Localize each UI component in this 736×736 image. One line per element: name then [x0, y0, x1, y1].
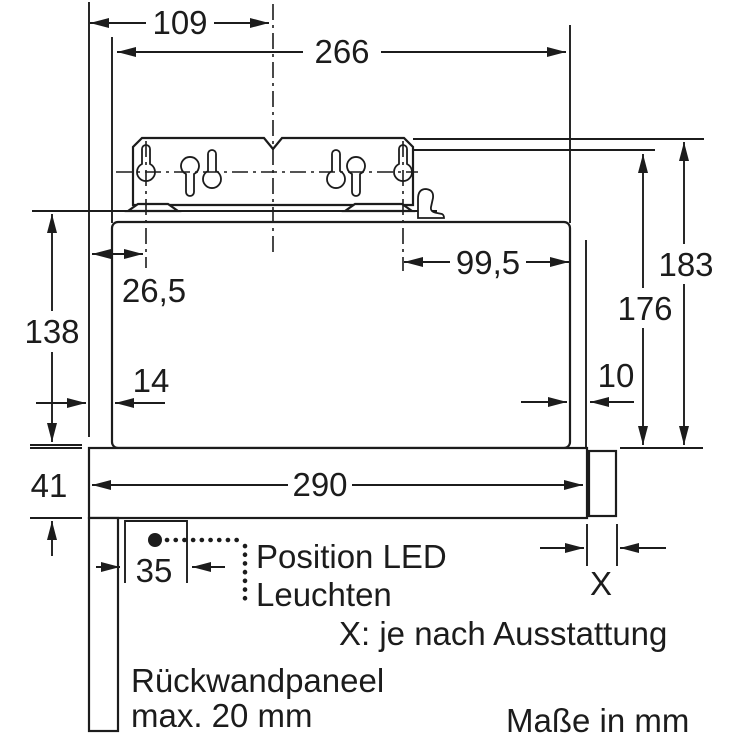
led-leader-dots: [164, 537, 248, 606]
extension-lines: [30, 2, 704, 583]
keyhole-slot-inner-left-b-icon: [202, 149, 222, 189]
back-panel-note-line2: max. 20 mm: [131, 697, 313, 734]
back-wall-panel: [87, 516, 120, 733]
dimension-x: X: [540, 543, 666, 602]
dim-183-label: 183: [658, 246, 713, 283]
back-panel-note-line1: Rückwandpaneel: [131, 662, 384, 699]
dimension-183: 183: [658, 142, 714, 445]
dim-35-label: 35: [136, 552, 173, 589]
led-dot-icon: [148, 533, 162, 547]
dim-266-label: 266: [314, 33, 369, 70]
bracket-clip: [417, 188, 445, 219]
led-position-marker: [148, 533, 248, 606]
dimension-35: 35: [96, 552, 225, 589]
dimension-176: 176: [617, 154, 673, 445]
dim-109-label: 109: [152, 4, 207, 41]
dimension-290: 290: [92, 466, 583, 503]
keyhole-slot-inner-left-a-icon: [180, 156, 200, 197]
x-explanation-note: X: je nach Ausstattung: [339, 615, 667, 652]
dimension-99-5: 99,5: [404, 244, 569, 281]
wall-mounting-bracket: [124, 136, 445, 219]
pullout-visor: [87, 446, 589, 520]
dim-26-5-label: 26,5: [122, 272, 186, 309]
centerlines: [116, 4, 418, 271]
dim-138-label: 138: [24, 313, 79, 350]
dimension-109: 109: [90, 4, 269, 41]
dim-x-label: X: [590, 565, 612, 602]
dim-99-5-label: 99,5: [456, 244, 520, 281]
dim-41-label: 41: [31, 467, 68, 504]
dim-176-label: 176: [617, 290, 672, 327]
keyhole-slot-inner-right-a-icon: [326, 149, 346, 189]
visor-handle: [587, 449, 618, 518]
keyhole-slot-inner-right-b-icon: [346, 156, 366, 197]
dimension-26-5: 26,5: [92, 249, 186, 309]
bracket-foot-right: [341, 202, 416, 213]
dimension-41: 41: [31, 467, 68, 556]
units-note: Maße in mm: [506, 702, 689, 736]
bracket-foot-left: [124, 202, 182, 213]
dimension-138: 138: [24, 214, 80, 442]
annotations: Position LED Leuchten X: je nach Ausstat…: [131, 538, 689, 736]
led-note-line2: Leuchten: [256, 576, 392, 613]
dimension-10: 10: [521, 357, 635, 407]
dim-10-label: 10: [598, 357, 635, 394]
dim-290-label: 290: [292, 466, 347, 503]
dim-14-label: 14: [133, 362, 170, 399]
led-note-line1: Position LED: [256, 538, 447, 575]
dimension-266: 266: [117, 33, 566, 70]
dimension-14: 14: [36, 362, 170, 408]
